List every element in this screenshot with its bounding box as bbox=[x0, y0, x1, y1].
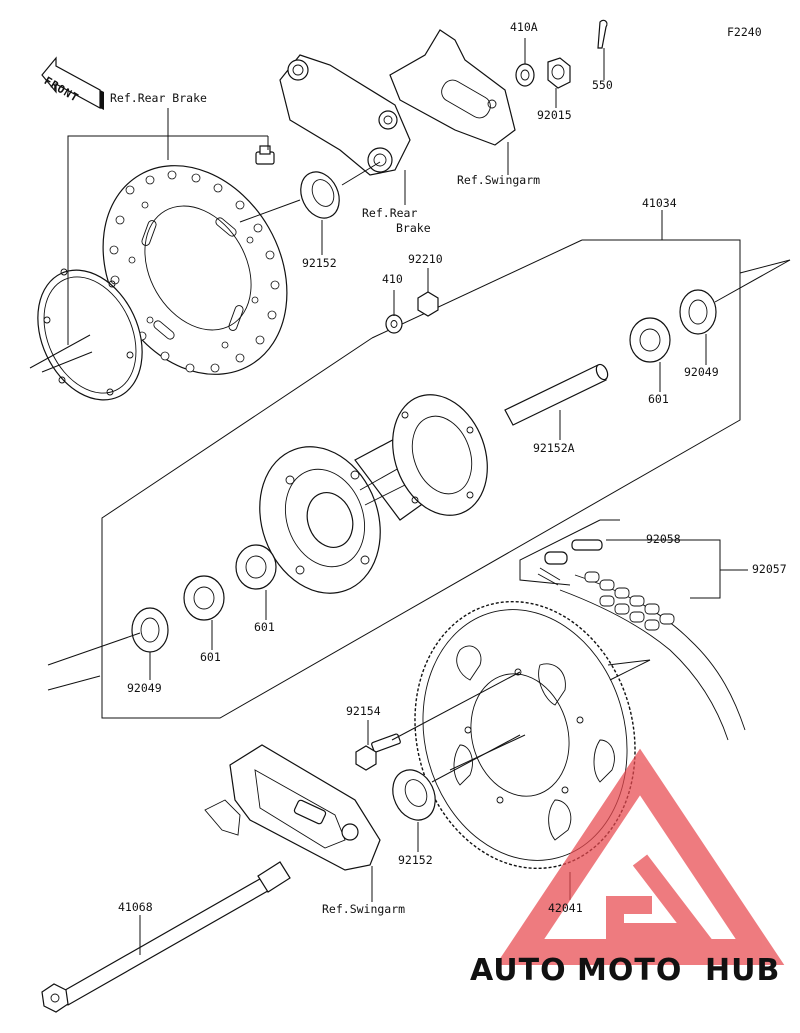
ref-rear-brake-mid-line1: Ref.Rear bbox=[362, 206, 418, 220]
part-92049-right: 92049 bbox=[684, 365, 719, 379]
part-601-right: 601 bbox=[648, 392, 669, 406]
oil-seal-92049-left bbox=[131, 607, 169, 653]
washer-410 bbox=[385, 314, 403, 334]
part-92058: 92058 bbox=[646, 532, 681, 546]
diagram-code: F2240 bbox=[727, 25, 762, 39]
oil-seal-92049-right bbox=[679, 289, 717, 335]
bearing-601-right bbox=[629, 317, 671, 363]
master-link-92058 bbox=[537, 539, 603, 586]
nut-92210 bbox=[417, 291, 439, 317]
collar-92152-bottom bbox=[392, 769, 436, 821]
drive-chain bbox=[559, 571, 746, 741]
part-92210: 92210 bbox=[408, 252, 443, 266]
front-arrow-icon bbox=[41, 56, 104, 110]
sprocket-bolt-92154 bbox=[355, 733, 401, 771]
part-601-left: 601 bbox=[200, 650, 221, 664]
part-42041: 42041 bbox=[548, 901, 583, 915]
cotter-pin-550 bbox=[597, 19, 608, 49]
part-92154: 92154 bbox=[346, 704, 381, 718]
part-92057: 92057 bbox=[752, 562, 787, 576]
part-92152-top: 92152 bbox=[302, 256, 337, 270]
ref-swingarm-top: Ref.Swingarm bbox=[457, 173, 541, 187]
part-92015: 92015 bbox=[537, 108, 572, 122]
nut-92015 bbox=[547, 57, 571, 89]
chain-kit-frame bbox=[519, 519, 620, 586]
brake-bracket bbox=[279, 29, 516, 176]
ref-rear-brake-top: Ref.Rear Brake bbox=[110, 91, 207, 105]
bearing-601-left bbox=[183, 575, 225, 621]
part-92049-left: 92049 bbox=[127, 681, 162, 695]
collar-92152-top bbox=[300, 171, 340, 219]
hub-assembly-frame bbox=[101, 210, 741, 719]
part-41034: 41034 bbox=[642, 196, 677, 210]
chain-adjuster-block bbox=[204, 744, 381, 871]
part-92152-bottom: 92152 bbox=[398, 853, 433, 867]
bearing-601-mid bbox=[235, 544, 277, 590]
part-410a: 410A bbox=[510, 20, 538, 34]
disc-bolt bbox=[255, 145, 275, 165]
ref-rear-brake-mid-line2: Brake bbox=[396, 221, 431, 235]
part-550: 550 bbox=[592, 78, 613, 92]
wheel-hub bbox=[259, 394, 488, 594]
part-601-mid: 601 bbox=[254, 620, 275, 634]
rear-axle-41068 bbox=[41, 861, 291, 1013]
part-410: 410 bbox=[382, 272, 403, 286]
part-41068: 41068 bbox=[118, 900, 153, 914]
ref-swingarm-bottom: Ref.Swingarm bbox=[322, 902, 406, 916]
spacer-92152a bbox=[504, 363, 609, 426]
brake-disc bbox=[102, 165, 288, 375]
part-92152a: 92152A bbox=[533, 441, 575, 455]
washer-410a bbox=[515, 63, 535, 87]
